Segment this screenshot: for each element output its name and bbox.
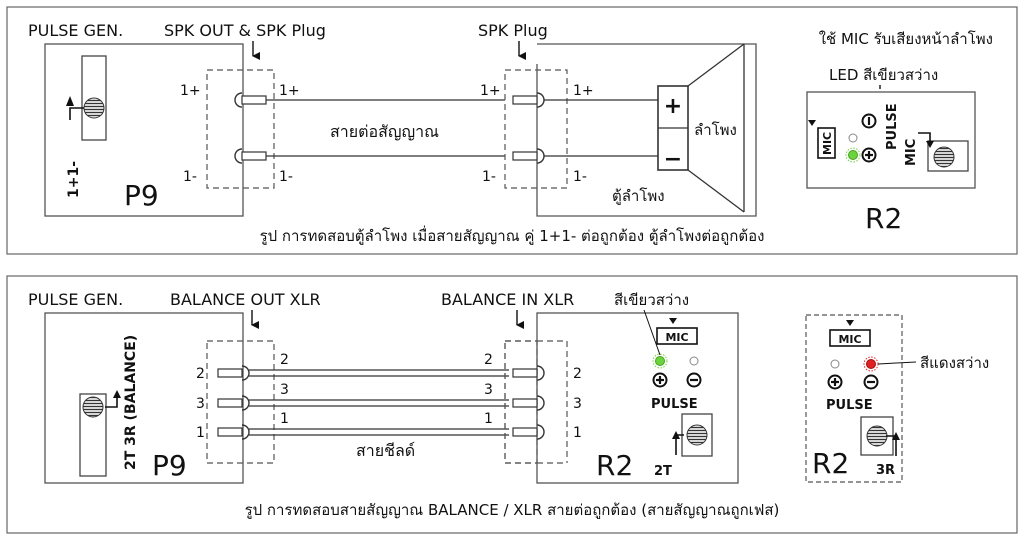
r2-switch-knob[interactable] (933, 146, 955, 168)
in-pin-2-left: 2 (484, 352, 493, 368)
plug-pin-1minus-left: 1- (482, 169, 496, 185)
panel-1-caption: รูป การทดสอบตู้ลำโพง เมื่อสายสัญญาณ คู่ … (260, 225, 765, 245)
spk-plug-label: SPK Plug (478, 21, 548, 40)
p9-device-name: P9 (124, 179, 159, 212)
r2-pulse-label: PULSE (885, 103, 900, 150)
spk-plug-pin-1plus (512, 95, 538, 105)
r2-plus-icon-2 (652, 372, 668, 388)
panel-balance-test: PULSE GEN. BALANCE OUT XLR BALANCE IN XL… (6, 275, 1018, 534)
r2-led-off-3 (830, 359, 840, 369)
p9-mode-label-2: 2T 3R (BALANCE) (123, 335, 139, 470)
speaker-label: ลำโพง (694, 121, 737, 139)
p9-switch-slot-2 (79, 393, 107, 477)
out-pin-3-left: 3 (196, 396, 205, 412)
out-pin-1-left: 1 (196, 425, 205, 441)
r2-plus-icon-3 (827, 374, 843, 390)
out-pin-1plus-right: 1+ (279, 83, 300, 99)
p9-device-name-2: P9 (152, 449, 187, 482)
panel-2-frame (6, 275, 1018, 534)
in-pin-2-right: 2 (573, 366, 582, 382)
r2-pulse-label-2: PULSE (651, 397, 698, 412)
plug-pin-1plus-left: 1+ (480, 83, 501, 99)
r2-led-green-2 (655, 356, 665, 366)
r2-led-off (848, 133, 858, 143)
led-green-label: LED สีเขียวสว่าง (829, 66, 938, 84)
r2-device-name: R2 (865, 202, 902, 235)
panel-2-caption: รูป การทดสอบสายสัญญาณ BALANCE / XLR สายต… (245, 501, 780, 519)
out-pin-1minus-right: 1- (279, 169, 293, 185)
plug-pin-1minus-right: 1- (573, 169, 587, 185)
p9-device (44, 43, 244, 217)
spk-out-pin-1minus (241, 151, 267, 161)
in-pin-3-left: 3 (484, 382, 493, 398)
cable-label: สายต่อสัญญาณ (330, 122, 439, 141)
speaker-plus-sign: + (664, 94, 682, 119)
spk-out-pin-1plus (241, 95, 267, 105)
spk-out-connector (206, 69, 275, 189)
r2-minus-icon-3 (863, 374, 879, 390)
balance-out-label: BALANCE OUT XLR (170, 290, 321, 309)
out-pin-1-right: 1 (280, 411, 289, 427)
r2-led-off-2 (689, 356, 699, 366)
plug-pin-1plus-right: 1+ (573, 83, 594, 99)
shield-cable-label: สายชีลด์ (356, 441, 415, 460)
pulse-gen-title: PULSE GEN. (28, 21, 123, 40)
r2-mic-text: MIC (904, 139, 919, 166)
speaker-minus-sign: − (664, 147, 682, 172)
r2-mic-badge-3 (829, 329, 871, 347)
p9-pin-1minus: 1- (183, 169, 197, 185)
cabinet-label: ตู้ลำโพง (612, 187, 665, 205)
xlr-out-connector (206, 340, 275, 464)
speaker-cone (687, 43, 745, 213)
p9-pin-1plus: 1+ (180, 83, 201, 99)
r2-3r-label: 3R (876, 463, 895, 478)
r2-pulse-label-3: PULSE (826, 398, 873, 413)
speaker-cabinet (536, 43, 757, 217)
p9-switch-knob[interactable] (83, 97, 105, 119)
r2-mic-badge-2 (656, 327, 698, 345)
r2-plus-icon (861, 147, 877, 163)
pulse-gen-title-2: PULSE GEN. (28, 290, 123, 309)
r2-device-name-2: R2 (596, 449, 633, 482)
in-pin-3-right: 3 (573, 396, 582, 412)
panel-speaker-test: PULSE GEN. SPK OUT & SPK Plug SPK Plug 1… (6, 6, 1018, 255)
r2-switch-knob-3[interactable] (866, 425, 888, 447)
r2-mic-label: MIC (821, 132, 834, 155)
r2-mic-label-2: MIC (665, 331, 688, 344)
r2-switch-knob-2[interactable] (686, 424, 708, 446)
r2-2t-label: 2T (654, 464, 672, 479)
r2-minus-icon-2 (686, 372, 702, 388)
out-pin-3-right: 3 (280, 382, 289, 398)
r2-mic-badge (817, 127, 836, 159)
r2-led-red (866, 359, 876, 369)
r2-led-green (848, 150, 858, 160)
p9-mode-pointer (69, 107, 84, 120)
r2-mic-label-3: MIC (838, 333, 861, 346)
r2-device-name-3: R2 (812, 447, 849, 480)
out-pin-2-left: 2 (196, 366, 205, 382)
green-led-label: สีเขียวสว่าง (614, 291, 689, 309)
r2-minus-icon (861, 113, 877, 129)
red-led-label: สีแดงสว่าง (920, 354, 989, 372)
p9-device-2 (44, 312, 244, 484)
spk-plug-pin-1minus (512, 151, 538, 161)
p9-switch-slot (81, 55, 107, 141)
p9-switch-knob-2[interactable] (82, 396, 104, 418)
mic-instruction: ใช้ MIC รับเสียงหน้าลำโพง (819, 30, 993, 48)
panel-1-frame (6, 6, 1018, 255)
p9-mode-label: 1+1- (66, 161, 82, 198)
out-pin-2-right: 2 (280, 352, 289, 368)
balance-in-label: BALANCE IN XLR (441, 290, 574, 309)
in-pin-1-right: 1 (573, 425, 582, 441)
in-pin-1-left: 1 (484, 411, 493, 427)
spk-out-label: SPK OUT & SPK Plug (164, 21, 326, 40)
spk-plug-connector (504, 69, 568, 189)
r2-device-2 (536, 312, 739, 484)
